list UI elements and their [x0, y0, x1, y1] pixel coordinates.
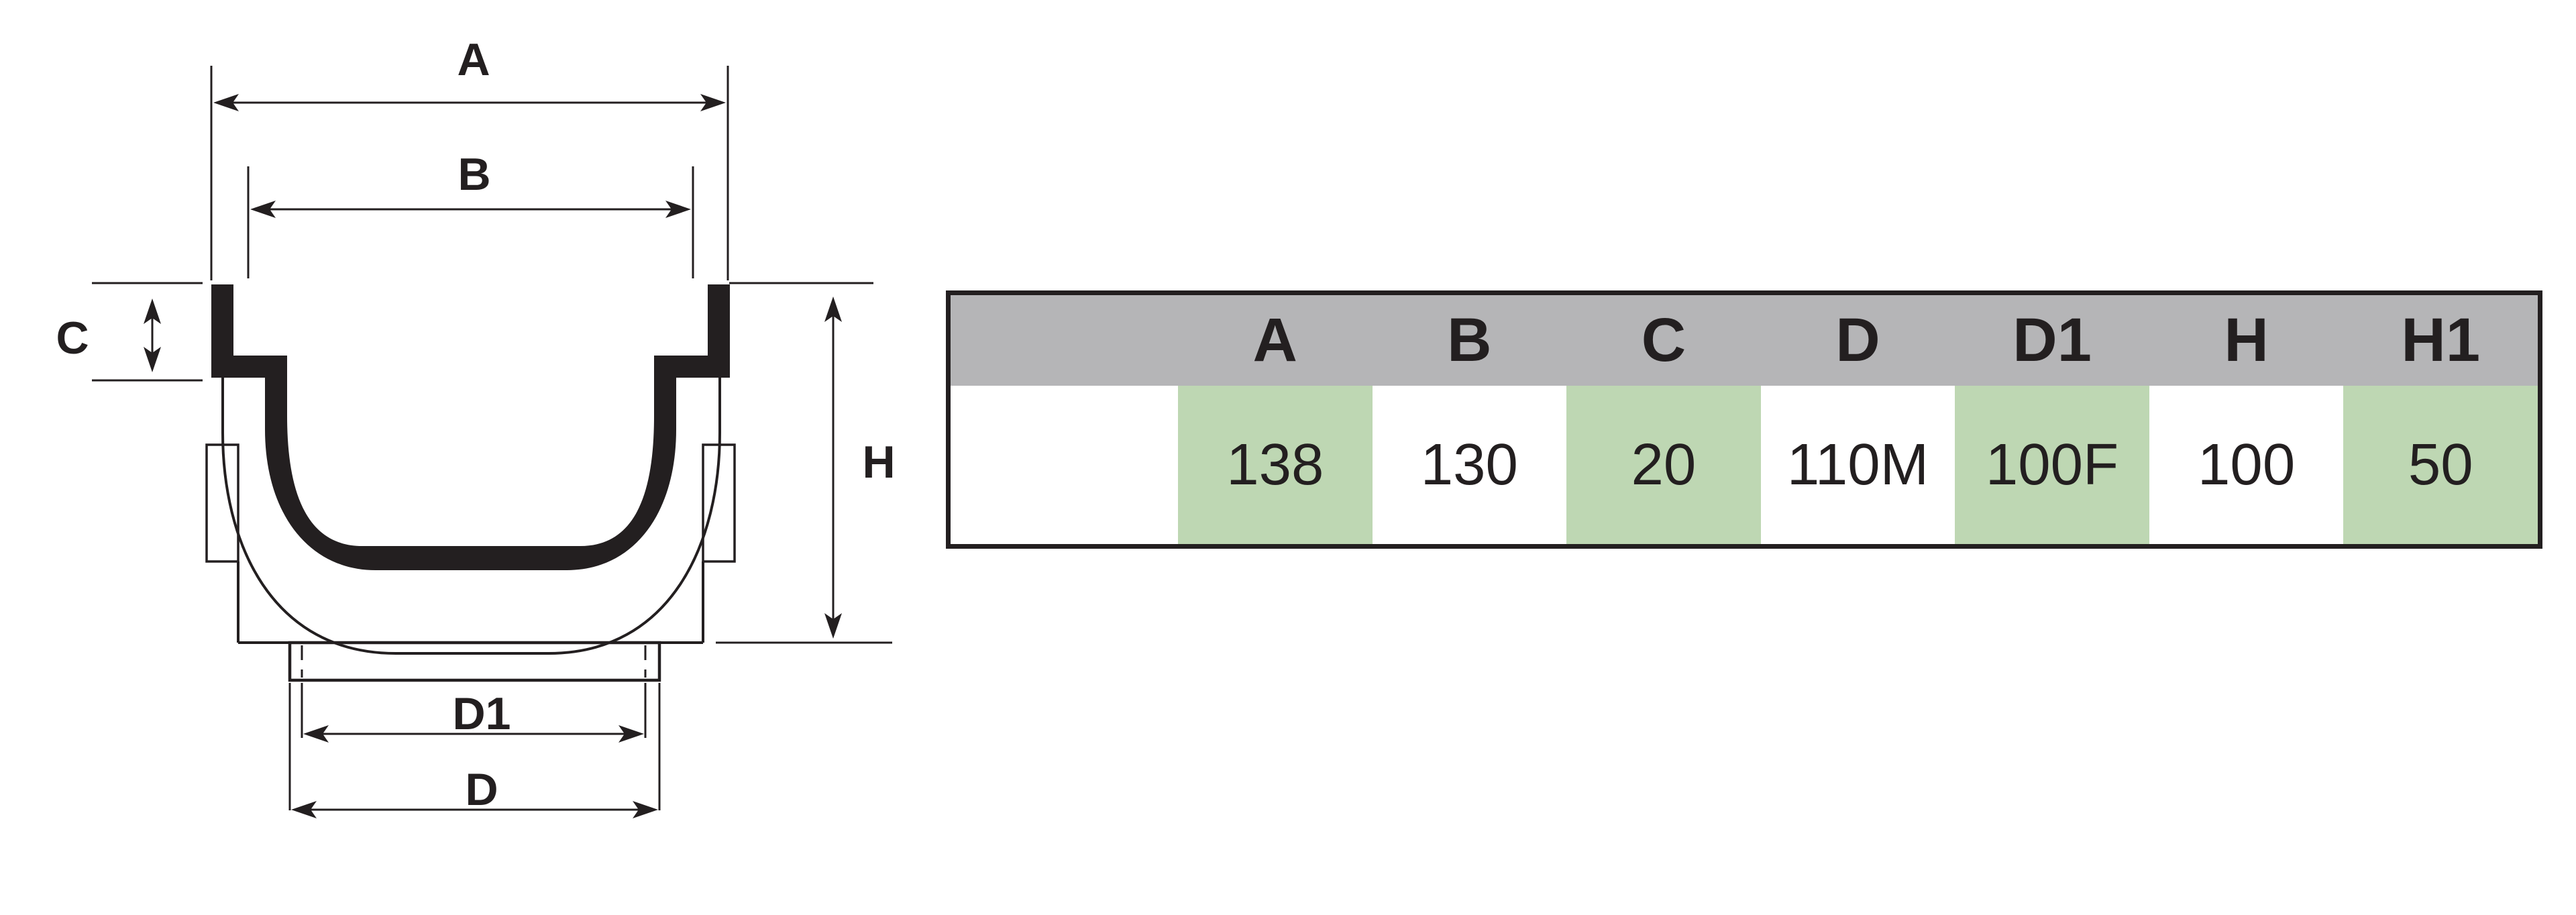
dim-label-b: B [458, 149, 490, 200]
outer-shell [221, 378, 721, 655]
dim-label-h: H [862, 437, 895, 488]
socket-outlet [288, 641, 661, 682]
table-header-h1: H1 [2343, 295, 2538, 386]
table-header-c: C [1566, 295, 1761, 386]
dimension-a: A [210, 34, 729, 280]
dimensions-table: A B C D D1 H H1 138 130 20 110M 100F 100… [946, 290, 2542, 549]
body-outline [237, 561, 704, 644]
table-value-a: 138 [1178, 386, 1373, 544]
table-value-b: 130 [1372, 386, 1567, 544]
table-value-d: 110M [1760, 386, 1955, 544]
dim-label-a: A [457, 34, 490, 85]
dimension-d: D [288, 683, 661, 818]
dimension-c: C [56, 282, 203, 382]
side-tab-left [205, 443, 239, 563]
dim-label-d1: D1 [453, 688, 511, 739]
table-value-d1: 100F [1955, 386, 2149, 544]
dimension-b: B [247, 149, 694, 278]
dimension-d1: D1 [301, 683, 647, 743]
table-row-label [951, 386, 1178, 544]
table-value-h: 100 [2149, 386, 2344, 544]
dim-label-d: D [465, 764, 498, 815]
table-header-d1: D1 [1955, 295, 2149, 386]
table-header-h: H [2149, 295, 2344, 386]
table-value-c: 20 [1566, 386, 1761, 544]
table-header-b: B [1372, 295, 1567, 386]
table-header-d: D [1760, 295, 1955, 386]
channel-cross-section-diagram: A B C [56, 34, 896, 818]
table-header-a: A [1178, 295, 1373, 386]
channel-profile [211, 284, 730, 570]
hidden-bore-lines [301, 645, 647, 678]
table-header-corner [951, 295, 1178, 386]
table-value-h1: 50 [2343, 386, 2538, 544]
dimension-h: H [716, 282, 896, 644]
dim-label-c: C [56, 313, 89, 364]
